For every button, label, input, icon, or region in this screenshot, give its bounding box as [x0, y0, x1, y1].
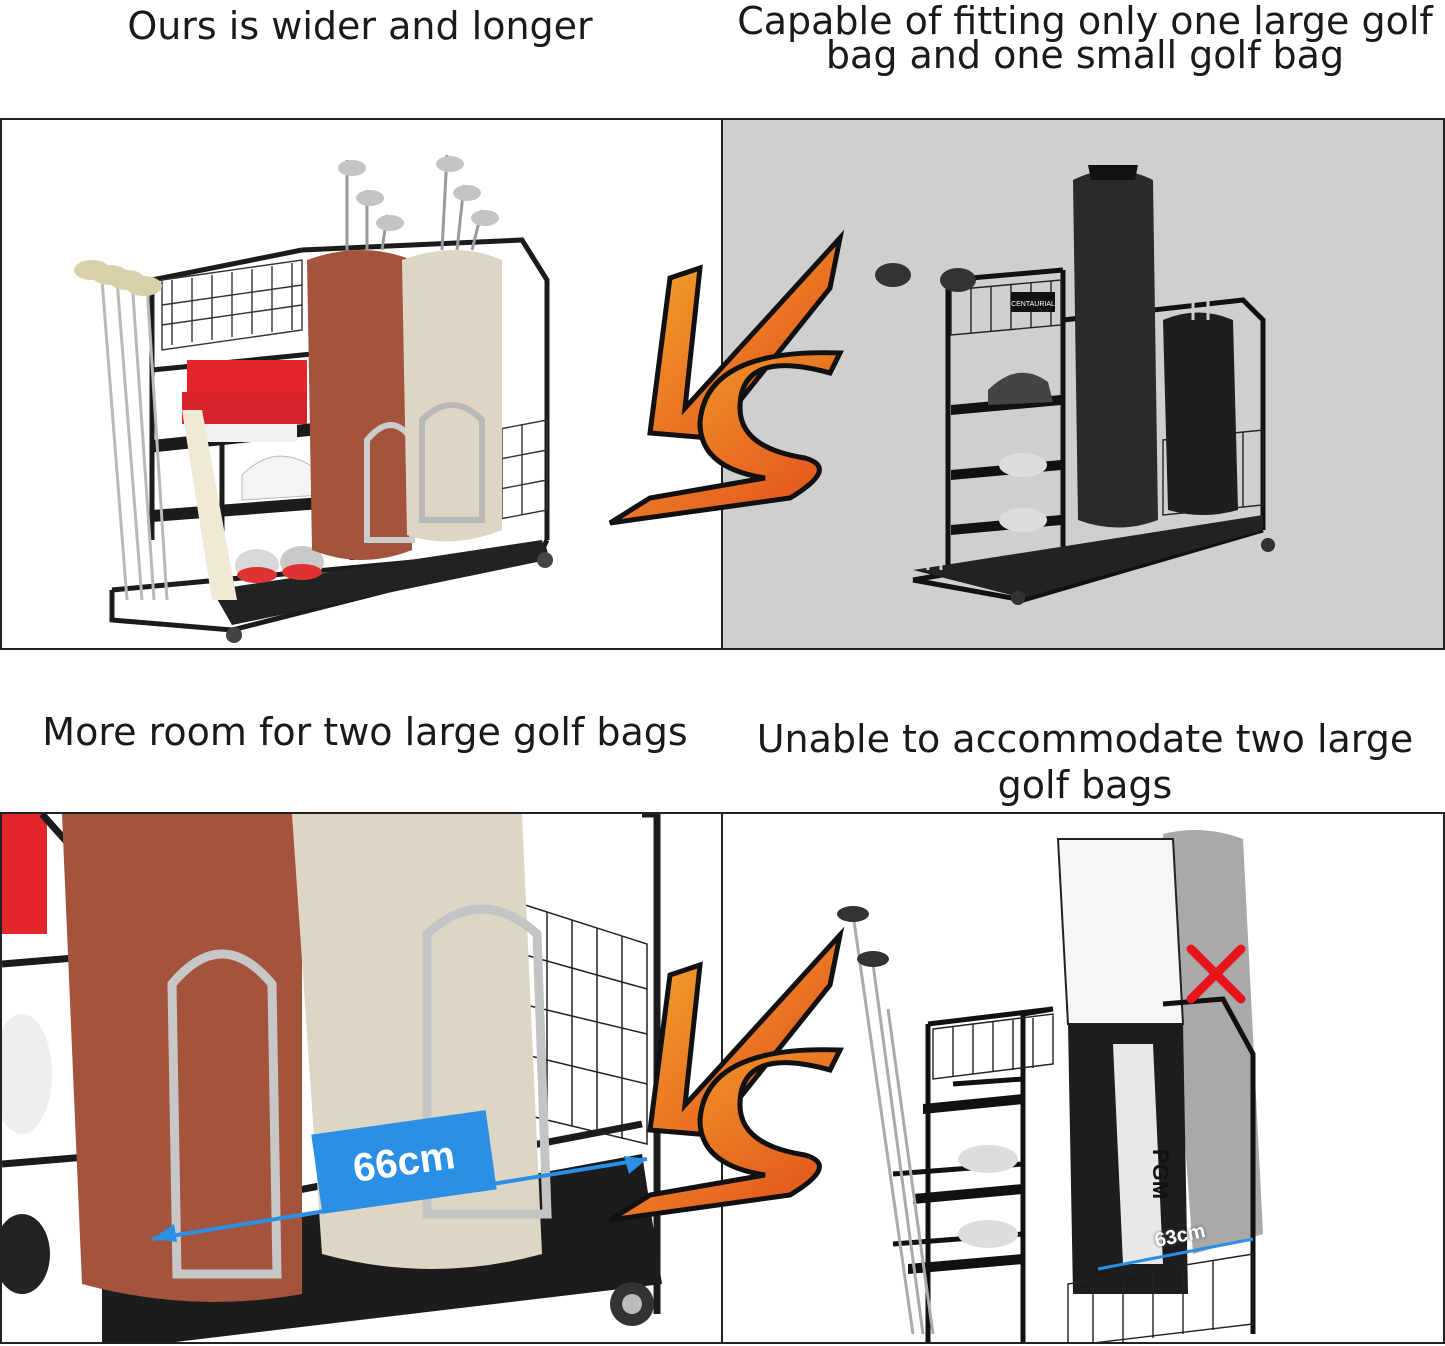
ours-width-value: 66cm	[350, 1132, 458, 1191]
caption-competitor-unable: Unable to accommodate two large golf bag…	[756, 717, 1414, 807]
bag-logo: PGM	[1148, 1149, 1173, 1199]
competitor-rack-illustration: CENTAURIAL	[875, 165, 1275, 605]
competitor-closeup-illustration: PGM	[837, 830, 1263, 1342]
competitor-rack-photo: CENTAURIAL	[721, 118, 1445, 650]
caption-ours-wider: Ours is wider and longer	[127, 4, 593, 48]
measure-arrow-icon	[1097, 1237, 1254, 1271]
competitor-width-value: 63cm	[1152, 1219, 1208, 1252]
competitor-basket-brand: CENTAURIAL	[1011, 301, 1055, 308]
vs-label: VS	[724, 537, 726, 539]
ours-rack-illustration	[74, 154, 553, 643]
vs-icon: VS	[590, 218, 860, 548]
competitor-rack-closeup: PGM	[721, 812, 1445, 1344]
ours-rack-photo	[0, 118, 723, 650]
caption-ours-room: More room for two large golf bags	[42, 710, 688, 754]
vs-icon	[590, 915, 860, 1245]
caption-competitor-fit: Capable of fitting only one large golf b…	[737, 0, 1433, 77]
reject-x-icon	[1186, 944, 1246, 1004]
